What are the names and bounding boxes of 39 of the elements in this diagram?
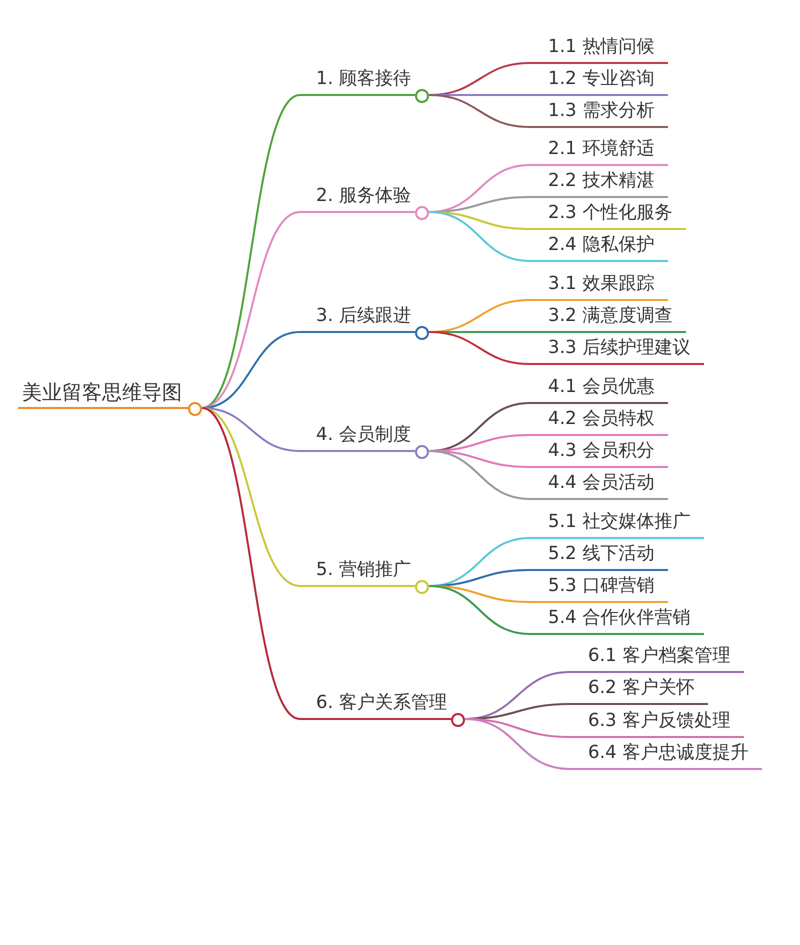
topic-label: 6.1 客户档案管理 xyxy=(570,644,744,673)
topic-label: 4.2 会员特权 xyxy=(530,407,668,436)
topic-label: 5.4 合作伙伴营销 xyxy=(530,606,704,635)
branch-connector xyxy=(202,94,300,409)
branch-connector xyxy=(428,450,530,500)
topic-label: 5. 营销推广 xyxy=(300,558,415,587)
branch-connector xyxy=(202,211,300,409)
topic-label: 4.3 会员积分 xyxy=(530,439,668,468)
branch-connector xyxy=(428,331,530,365)
branch-connector xyxy=(202,407,300,720)
topic-label: 4. 会员制度 xyxy=(300,423,415,452)
topic-label: 5.2 线下活动 xyxy=(530,542,668,571)
topic-label: 4.1 会员优惠 xyxy=(530,375,668,404)
topic-label: 1.1 热情问候 xyxy=(530,35,668,64)
topic-label: 1. 顾客接待 xyxy=(300,67,415,96)
topic-label: 3.2 满意度调查 xyxy=(530,304,686,333)
topic-label: 6.4 客户忠诚度提升 xyxy=(570,741,762,770)
branch-connector xyxy=(202,407,300,452)
topic-label: 6.2 客户关怀 xyxy=(570,676,708,705)
topic-label: 2. 服务体验 xyxy=(300,184,415,213)
topic-label: 5.1 社交媒体推广 xyxy=(530,510,704,539)
topic-label: 6. 客户关系管理 xyxy=(300,691,451,720)
branch-connector xyxy=(428,94,530,128)
branch-connector xyxy=(428,211,530,262)
topic-label: 6.3 客户反馈处理 xyxy=(570,709,744,738)
topic-label: 5.3 口碑营销 xyxy=(530,574,668,603)
branch-connector xyxy=(428,585,530,635)
topic-label: 2.3 个性化服务 xyxy=(530,201,686,230)
topic-label: 3.3 后续护理建议 xyxy=(530,336,704,365)
central-topic: 美业留客思维导图 xyxy=(18,380,188,409)
topic-label: 3. 后续跟进 xyxy=(300,304,415,333)
topic-label: 2.2 技术精湛 xyxy=(530,169,668,198)
topic-label: 2.4 隐私保护 xyxy=(530,233,668,262)
topic-label: 1.3 需求分析 xyxy=(530,99,668,128)
topic-label: 2.1 环境舒适 xyxy=(530,137,668,166)
topic-label: 4.4 会员活动 xyxy=(530,471,668,500)
topic-label: 1.2 专业咨询 xyxy=(530,67,668,96)
topic-label: 3.1 效果跟踪 xyxy=(530,272,668,301)
branch-connector xyxy=(464,718,570,770)
